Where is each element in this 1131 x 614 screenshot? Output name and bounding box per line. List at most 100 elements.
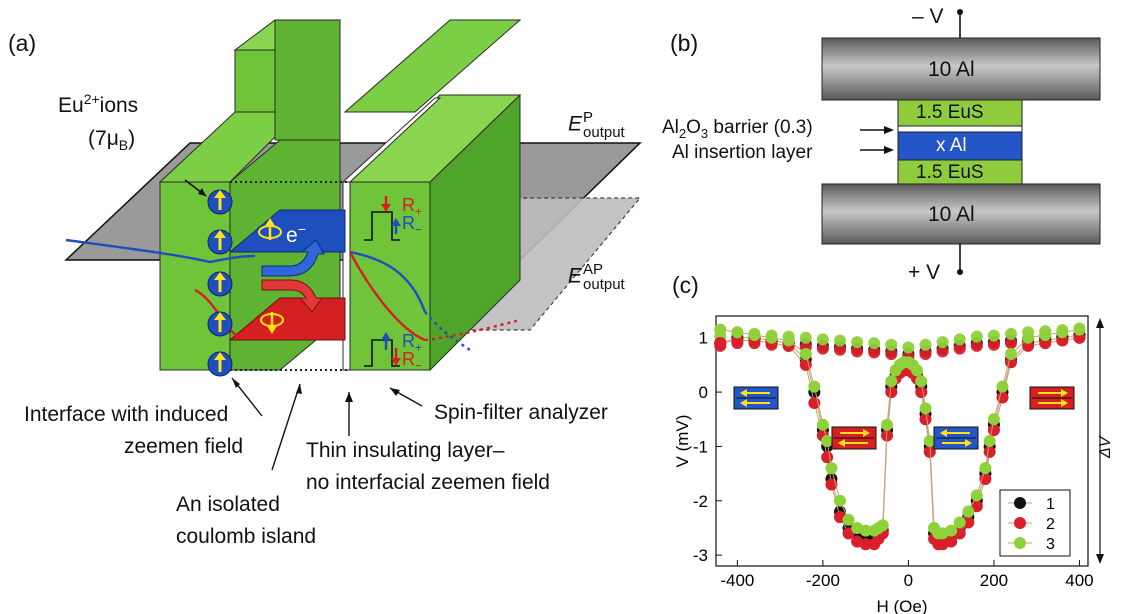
interface-label-line1: Interface with induced (24, 403, 229, 426)
eus-bottom-label: 1.5 EuS (916, 162, 984, 183)
data-point (816, 418, 829, 431)
red-tunnel-arrow-icon (261, 279, 323, 313)
data-point (842, 527, 855, 540)
legend-marker (1014, 537, 1026, 549)
y-axis-label: V (mV) (673, 415, 692, 468)
data-point-upper (953, 342, 966, 355)
island-pointer (271, 383, 301, 471)
data-point-upper (799, 331, 812, 344)
eus-top-layer (897, 99, 1023, 127)
delta-v-arrow-head-top (1096, 318, 1104, 328)
barrier-label: Al2O3 barrier (0.3) (662, 117, 813, 141)
x-tick-label: -400 (720, 571, 754, 590)
arrow-head-icon (1061, 399, 1068, 407)
data-point (979, 473, 992, 486)
eu-ion-column (207, 189, 233, 377)
data-point-upper (970, 330, 983, 343)
data-point (859, 538, 872, 551)
data-point (748, 329, 761, 342)
moment-label: (7μB) (88, 127, 136, 154)
y-tick-label: 0 (699, 383, 708, 402)
island-line2: coulomb island (176, 525, 317, 548)
thin-layer-line1: Thin insulating layer– (306, 439, 505, 462)
arrow-head-icon (740, 399, 747, 407)
legend-marker (1014, 517, 1026, 529)
arrow-head-icon (740, 389, 747, 397)
data-point (1039, 329, 1052, 342)
data-point (1005, 348, 1018, 361)
data-point (962, 516, 975, 529)
data-point-upper (902, 341, 915, 354)
data-point (808, 380, 821, 393)
y-tick-label: 1 (699, 329, 708, 348)
r-plus-bottom-label: R+ (402, 331, 423, 355)
data-point (923, 445, 936, 458)
arrow-head-icon (965, 439, 972, 447)
thin-layer-line2: no interfacial zeemen field (306, 471, 550, 494)
al-insert-layer (897, 131, 1023, 161)
right-red-curve (348, 251, 426, 342)
data-point-upper (851, 336, 864, 349)
eus-top-label: 1.5 EuS (916, 102, 984, 123)
data-point (910, 364, 923, 377)
panel-a-letter: (a) (8, 30, 37, 56)
data-point (919, 413, 932, 426)
data-point (842, 513, 855, 526)
data-point (799, 358, 812, 371)
bottom-electrode-label: 10 Al (928, 203, 975, 226)
eus-bottom-layer (897, 159, 1023, 185)
data-point (987, 413, 1000, 426)
data-point (915, 375, 928, 388)
right-top-slab (343, 19, 522, 113)
delta-v-arrow-head-bottom (1096, 554, 1104, 564)
x-tick-label: 200 (980, 571, 1008, 590)
data-point-upper (936, 336, 949, 349)
data-point (987, 424, 1000, 437)
arrow-head-icon (1061, 389, 1068, 397)
top-electrode-label: 10 Al (928, 58, 975, 81)
analyzer-top-symbol (364, 196, 401, 241)
minus-v-label: – V (912, 5, 944, 28)
data-point-upper (1005, 337, 1018, 350)
panel-b-letter: (b) (670, 30, 699, 56)
analyzer-bottom-symbol (364, 332, 401, 367)
data-point-upper (868, 346, 881, 359)
data-point-upper (816, 333, 829, 346)
data-point (731, 326, 744, 339)
panel-c-letter: (c) (672, 272, 699, 298)
data-point (885, 386, 898, 399)
data-point-upper (816, 342, 829, 355)
data-point (983, 435, 996, 447)
x-tick-label: -200 (806, 571, 840, 590)
x-tick-label: 400 (1065, 571, 1093, 590)
spin-down-electron-icon (260, 312, 284, 334)
legend-label: 3 (1046, 536, 1055, 553)
spin-up-electron-icon (258, 218, 282, 240)
legend-marker (1014, 497, 1026, 509)
blue-tunnel-arrow-icon (261, 239, 325, 277)
arrow-head-icon (838, 439, 845, 447)
data-point-upper (851, 345, 864, 358)
data-point (962, 505, 975, 518)
island-line1: An isolated (176, 493, 280, 516)
plus-v-label: + V (908, 261, 941, 284)
data-point (799, 348, 812, 361)
eu-ion-label: Eu2+ions (58, 91, 139, 117)
data-point-upper (885, 348, 898, 361)
data-point (919, 402, 932, 415)
arrow-head-icon (940, 429, 947, 437)
data-point (945, 524, 958, 537)
data-point (821, 451, 834, 464)
r-minus-bottom-label: R− (402, 349, 423, 373)
data-point (996, 380, 1009, 393)
analyzer-label: Spin-filter analyzer (434, 401, 608, 424)
spin-down-band (228, 297, 346, 341)
data-point (1022, 331, 1035, 344)
data-point (923, 435, 936, 447)
bottom-electrode (821, 183, 1101, 245)
data-point (915, 386, 928, 399)
data-point-upper (970, 339, 983, 352)
x-tick-label: 0 (904, 571, 913, 590)
